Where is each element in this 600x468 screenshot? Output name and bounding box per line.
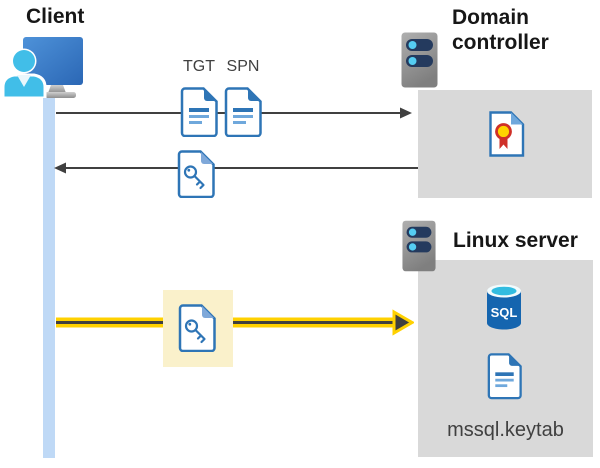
linux-server-label: Linux server [453,229,578,252]
page-fold [201,152,213,164]
monitor-screen [23,37,83,85]
certificate-seal [495,123,512,140]
page-fold [248,89,260,101]
database-top [491,286,517,296]
server-led [408,41,417,49]
key-ticket-icon [177,150,215,198]
auth-arrow-yellow [56,309,414,336]
response-arrowhead [54,162,66,174]
certificate-icon [489,111,525,157]
sql-database-icon: SQL [487,284,521,330]
keytab-document-icon [487,353,522,400]
page-fold [509,354,521,366]
response-arrow [54,162,418,174]
domain-controller-label: Domain controller [452,6,549,54]
client-timeline-bar [43,95,55,458]
certificate-ribbon [499,137,508,149]
keytab-filename-label: mssql.keytab [447,419,564,441]
key-icon [183,165,198,179]
page-fold [511,112,523,125]
domain-controller-server-icon [401,32,438,88]
auth-arrowhead [392,309,414,336]
request-arrowhead [400,107,412,119]
page-fold [204,89,216,101]
spn-document-icon [224,87,262,137]
monitor-stand-base [45,92,76,98]
person-head [13,50,35,72]
spn-label: SPN [226,58,260,75]
server-led [408,243,417,251]
key-icon [184,319,199,333]
client-label: Client [26,5,85,28]
monitor-stand-neck [48,85,66,93]
linux-server-icon [402,220,436,272]
server-led [408,228,417,236]
tgt-label: TGT [183,58,215,75]
person-collar [17,75,31,87]
highlighted-key-ticket-icon [178,304,216,352]
server-led [408,57,417,65]
client-computer-icon [1,37,83,98]
tgt-document-icon [180,87,218,137]
page-fold [202,306,214,318]
sql-text: SQL [491,305,518,320]
